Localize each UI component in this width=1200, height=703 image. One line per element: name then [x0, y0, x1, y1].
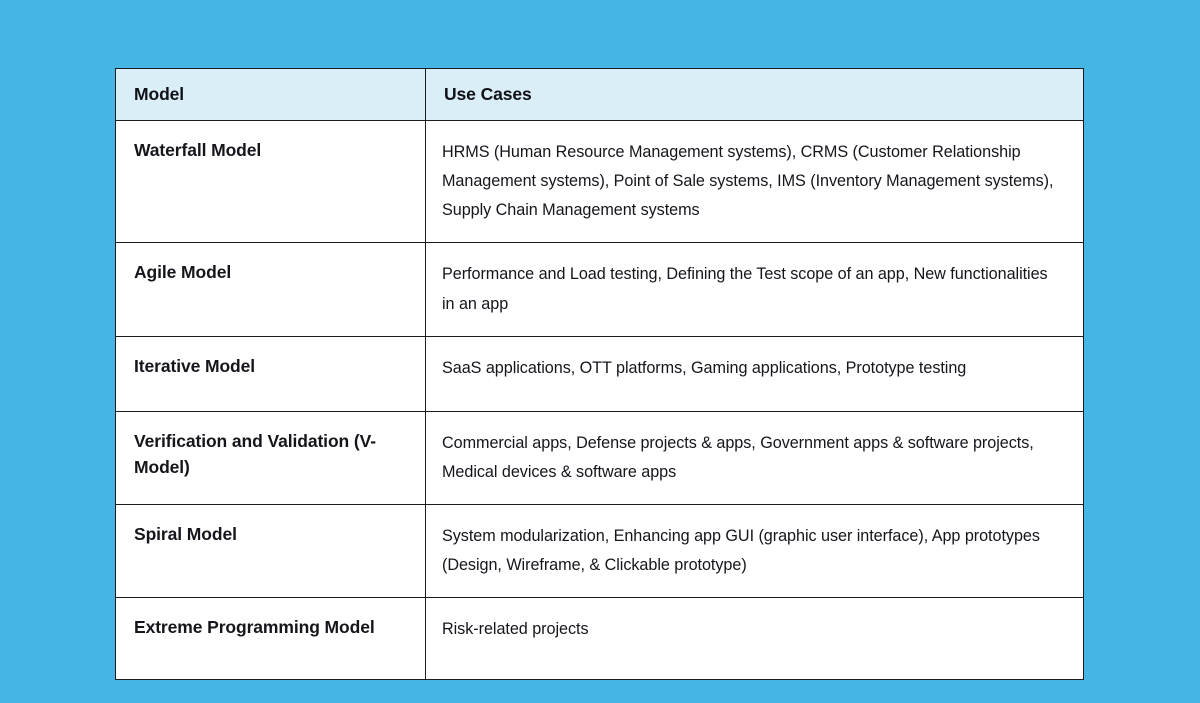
table-row: Verification and Validation (V-Model) Co…: [115, 411, 1084, 506]
cell-model: Extreme Programming Model: [115, 597, 426, 680]
table-header: Model Use Cases: [115, 68, 1084, 121]
cell-model: Spiral Model: [115, 504, 426, 599]
cell-use-cases: Performance and Load testing, Defining t…: [425, 242, 1084, 337]
cell-use-cases: SaaS applications, OTT platforms, Gaming…: [425, 336, 1084, 412]
table-row: Iterative Model SaaS applications, OTT p…: [115, 336, 1084, 412]
cell-use-cases: System modularization, Enhancing app GUI…: [425, 504, 1084, 599]
table-row: Spiral Model System modularization, Enha…: [115, 504, 1084, 599]
cell-model: Iterative Model: [115, 336, 426, 412]
table-row: Waterfall Model HRMS (Human Resource Man…: [115, 120, 1084, 244]
cell-model: Agile Model: [115, 242, 426, 337]
cell-use-cases: HRMS (Human Resource Management systems)…: [425, 120, 1084, 244]
models-table-container: Model Use Cases Waterfall Model HRMS (Hu…: [115, 68, 1084, 681]
cell-model: Waterfall Model: [115, 120, 426, 244]
table-row: Agile Model Performance and Load testing…: [115, 242, 1084, 337]
table-body: Waterfall Model HRMS (Human Resource Man…: [115, 120, 1084, 680]
column-header-model: Model: [115, 68, 426, 121]
cell-use-cases: Risk-related projects: [442, 620, 589, 639]
sdlc-models-table: Model Use Cases Waterfall Model HRMS (Hu…: [115, 68, 1084, 681]
cell-model: Verification and Validation (V-Model): [115, 411, 426, 506]
cell-use-cases: Commercial apps, Defense projects & apps…: [425, 411, 1084, 506]
column-header-use-cases: Use Cases: [425, 68, 1084, 121]
table-header-row: Model Use Cases: [115, 68, 1084, 121]
table-row: Extreme Programming Model Risk-related p…: [115, 597, 1084, 680]
